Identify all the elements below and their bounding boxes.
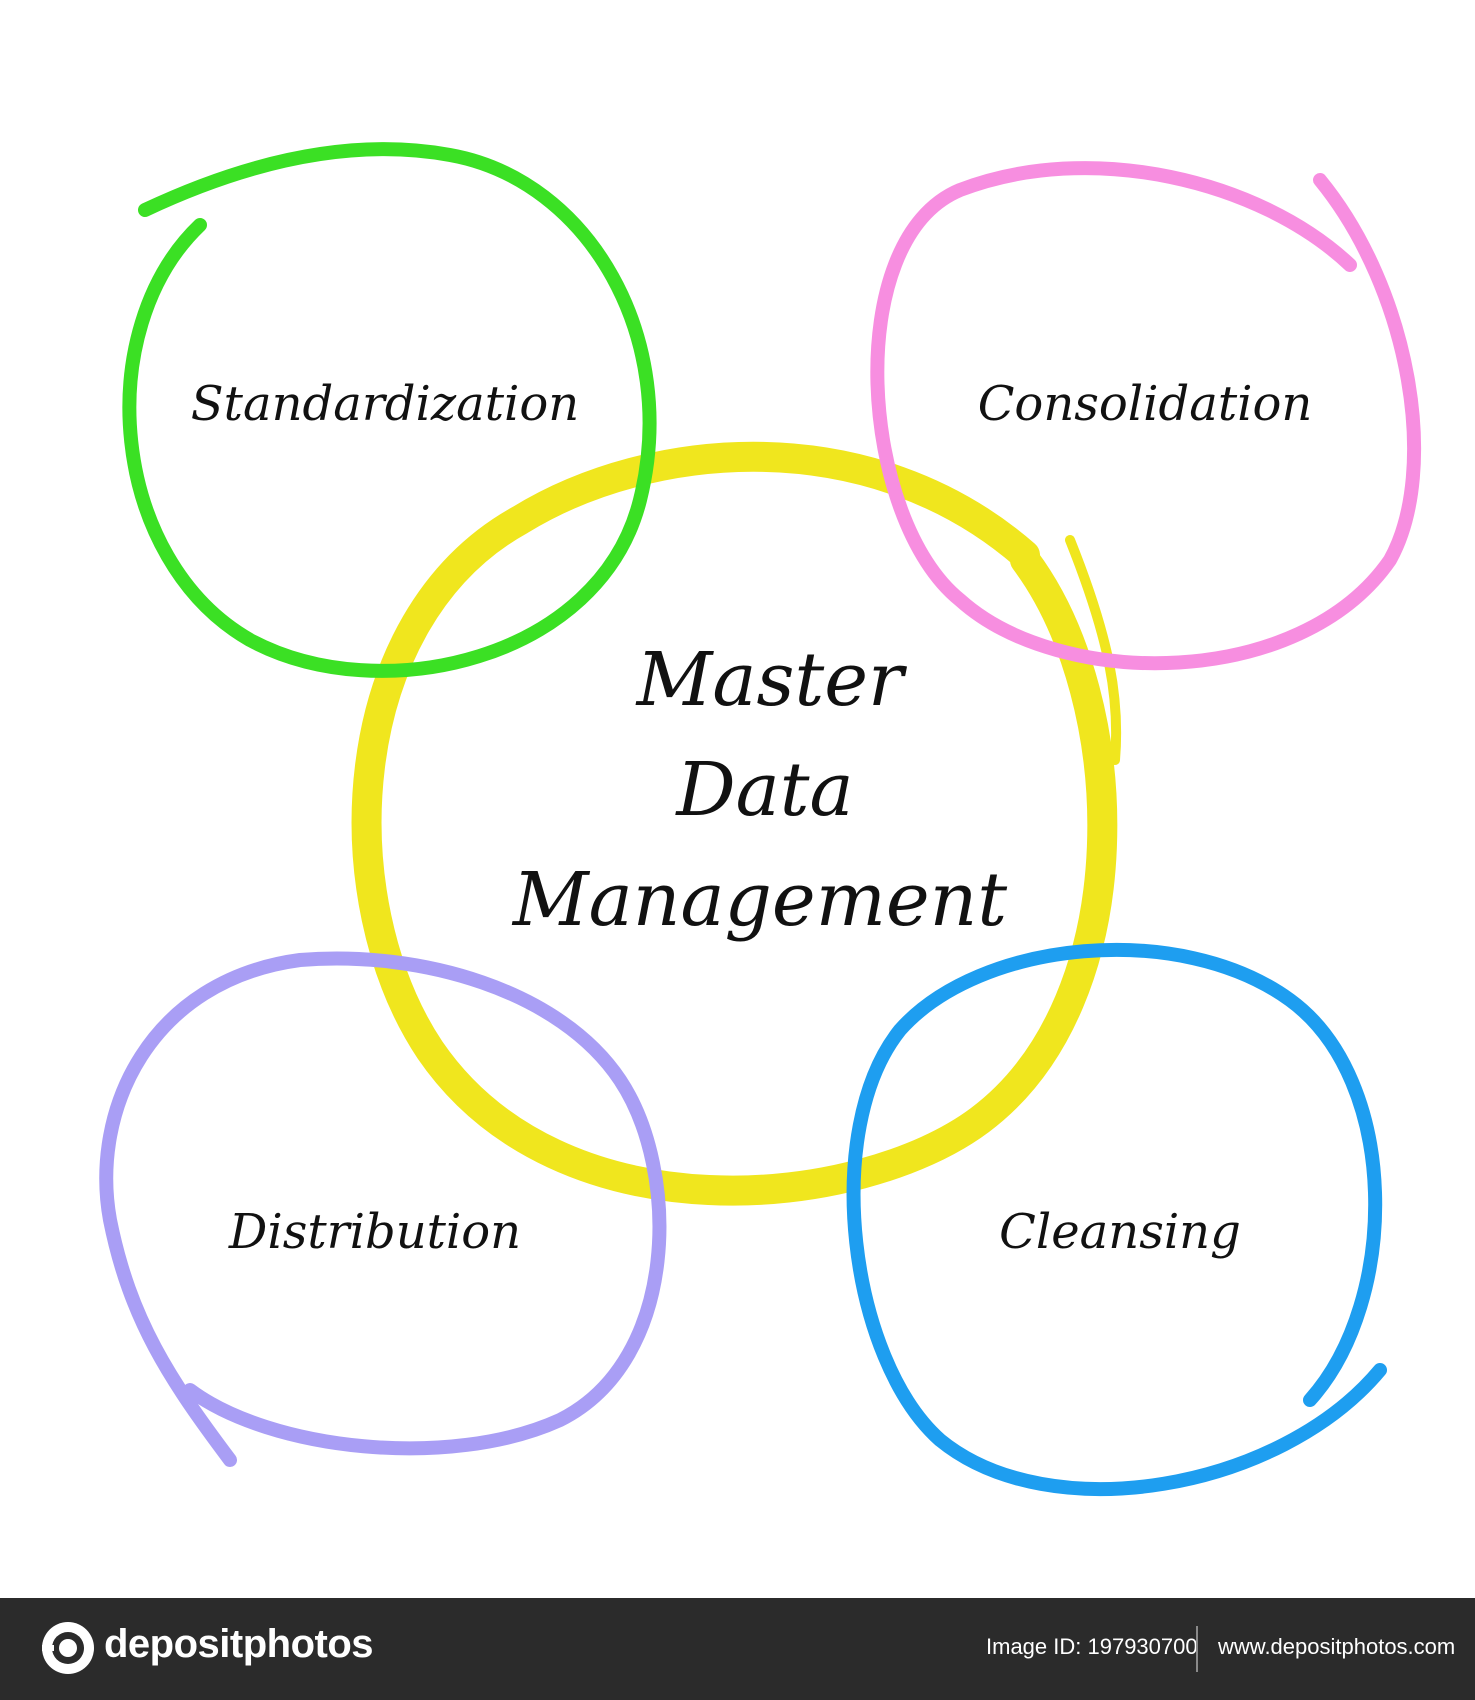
site-url-link[interactable]: www.depositphotos.com — [1218, 1634, 1456, 1659]
standardization-ring — [122, 142, 657, 678]
center-label-line1: Master — [635, 637, 908, 723]
camera-logo-icon — [42, 1622, 94, 1674]
consolidation-label: Consolidation — [978, 376, 1313, 432]
footer-divider — [1196, 1626, 1198, 1672]
center-label-line3: Management — [511, 857, 1007, 943]
image-id-text: Image ID: 197930700 — [986, 1634, 1198, 1659]
cleansing-label: Cleansing — [999, 1204, 1241, 1260]
cleansing-ring — [846, 942, 1387, 1497]
mdm-diagram: Standardization Consolidation Distributi… — [99, 142, 1422, 1497]
diagram-canvas: Standardization Consolidation Distributi… — [99, 142, 1422, 1497]
distribution-ring — [99, 951, 667, 1467]
footer-bar: depositphotos Image ID: 197930700 www.de… — [0, 1598, 1475, 1700]
brand-name[interactable]: depositphotos — [104, 1622, 374, 1666]
distribution-label: Distribution — [228, 1204, 521, 1260]
consolidation-ring — [870, 161, 1422, 671]
standardization-label: Standardization — [191, 376, 579, 432]
center-label-line2: Data — [674, 747, 853, 833]
